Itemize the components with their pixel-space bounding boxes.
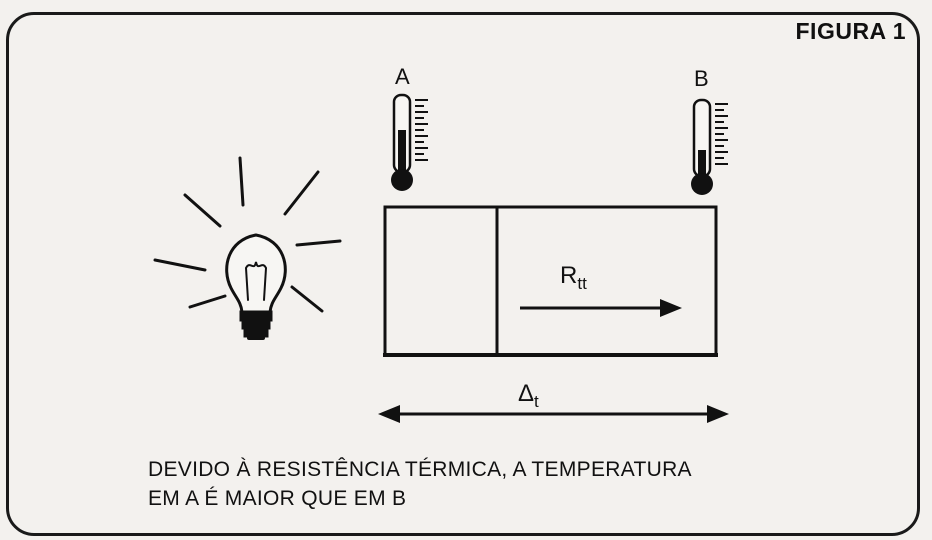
thermal-block: [383, 205, 718, 357]
caption-line-2: EM A É MAIOR QUE EM B: [148, 487, 407, 510]
light-bulb-icon: [225, 233, 287, 340]
thermometer-a-label: A: [395, 64, 410, 89]
delta-t-label: Δt: [518, 380, 539, 412]
heat-flow-arrow: [520, 299, 682, 317]
thermal-resistance-symbol: R: [560, 262, 578, 289]
thermometer-a-icon: [391, 93, 428, 191]
delta-symbol: Δ: [518, 380, 535, 407]
thermometer-b-icon: [691, 98, 728, 195]
delta-subscript: t: [534, 391, 539, 411]
figure-title: FIGURA 1: [795, 18, 906, 44]
caption-line-1: DEVIDO À RESISTÊNCIA TÉRMICA, A TEMPERAT…: [148, 458, 692, 481]
delta-t-arrow: [378, 405, 729, 423]
thermal-resistance-label: Rtt: [560, 262, 587, 294]
light-rays: [153, 156, 342, 313]
figure-frame: [6, 12, 920, 536]
figure-caption: DEVIDO À RESISTÊNCIA TÉRMICA, A TEMPERAT…: [148, 455, 692, 513]
thermometer-b-label: B: [694, 66, 709, 91]
thermal-resistance-subscript: tt: [577, 273, 587, 293]
